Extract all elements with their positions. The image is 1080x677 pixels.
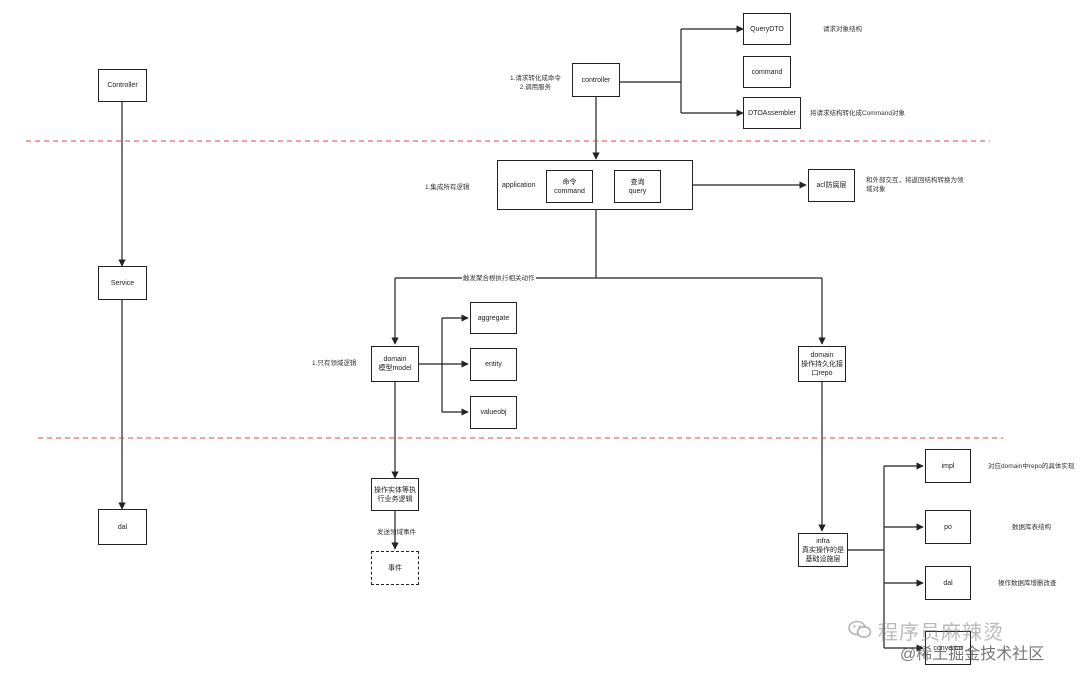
box-query-dto: QueryDTO — [743, 13, 791, 45]
box-application: application — [497, 160, 693, 210]
watermark-line2: @稀土掘金技术社区 — [900, 646, 1045, 663]
label-dal-note: 操作数据库增删改查 — [998, 580, 1057, 587]
box-domain-model: domain 模型model — [371, 346, 419, 382]
box-aggregate: aggregate — [470, 302, 517, 334]
label-impl-note: 对应domain中repo的具体实现 — [988, 463, 1075, 470]
label-assembler-note: 将请求结构转化成Command对象 — [810, 110, 905, 117]
box-infra: infra 真实操作的是 基础设施层 — [798, 533, 848, 567]
label-po-note: 数据库表结构 — [1012, 524, 1051, 531]
label-send-event-note: 发送领域事件 — [377, 529, 416, 536]
box-impl: impl — [925, 449, 971, 483]
box-left-dal: dal — [98, 509, 147, 545]
box-convertor: convertor — [925, 631, 971, 665]
label-acl-note: 和外部交互，将返回结构转换为领 域对象 — [866, 177, 964, 193]
box-event: 事件 — [371, 551, 419, 585]
label-trigger-note: 触发聚合根执行相关动作 — [462, 274, 536, 283]
watermark-line1: 程序员麻辣烫 — [878, 622, 1004, 644]
box-left-controller: Controller — [98, 69, 147, 102]
label-query-dto-note: 请求对象结构 — [823, 26, 862, 33]
label-app-note: 1.集成所有逻辑 — [425, 184, 470, 191]
label-controller-note: 1.请求转化成命令 2.调用服务 — [510, 75, 561, 91]
label-domain-note: 1.只有领域逻辑 — [312, 360, 357, 367]
box-valueobj: valueobj — [470, 396, 517, 429]
box-po: po — [925, 510, 971, 544]
box-query: 查询 query — [614, 170, 661, 203]
box-command: command — [743, 56, 791, 88]
box-controller: controller — [572, 63, 620, 97]
box-command-cmd: 命令 command — [546, 170, 593, 203]
box-acl: acl防腐层 — [808, 169, 855, 202]
box-biz-logic: 操作实体等执 行业务逻辑 — [371, 478, 419, 511]
box-left-service: Service — [98, 266, 147, 300]
box-entity: entity — [470, 348, 517, 381]
box-domain-repo: domain 操作持久化接 口repo — [798, 346, 846, 382]
box-infra-dal: dal — [925, 566, 971, 600]
wechat-icon — [848, 620, 872, 638]
box-dto-assembler: DTOAssembler — [743, 97, 801, 129]
application-label: application — [502, 181, 536, 189]
